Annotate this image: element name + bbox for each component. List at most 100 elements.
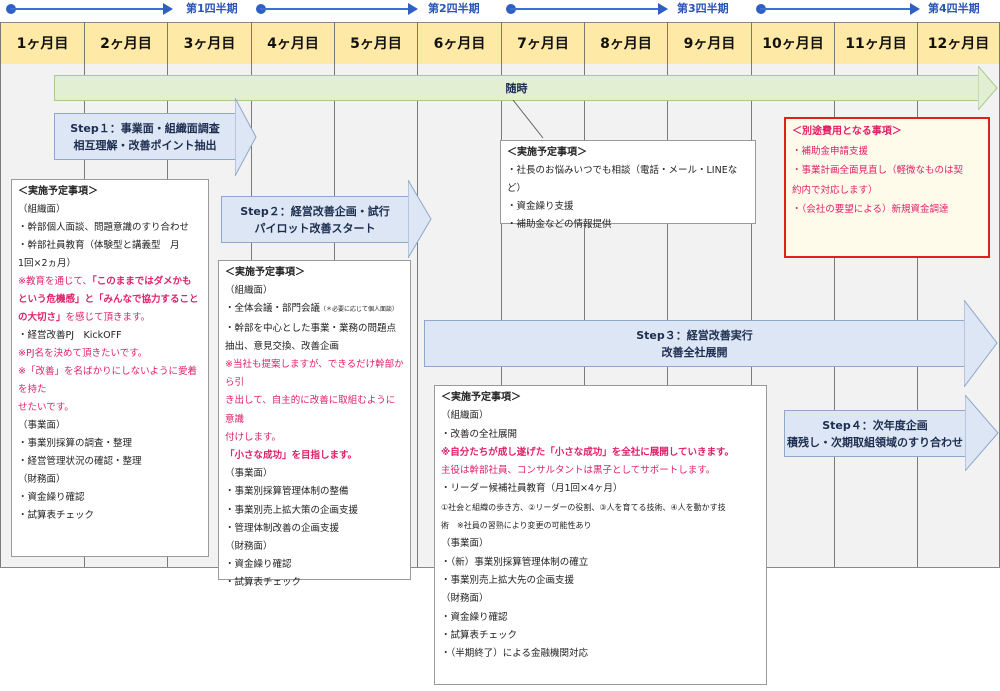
- box4-line: ①社会と組織の歩き方、②リーダーの役割、③人を育てる技術、④人を動かす技: [441, 502, 726, 512]
- grid-line: [751, 64, 752, 567]
- task-box-anytime: ＜実施予定事項＞ ・社長のお悩みいつでも相談（電話・メール・LINEなど） ・資…: [500, 140, 756, 230]
- box2-title: ＜実施予定事項＞: [225, 267, 305, 278]
- box1-line: ・資金繰り確認: [18, 492, 85, 503]
- step3-title: Step３：経営改善実行: [636, 328, 753, 342]
- month-12: 12ヶ月目: [917, 22, 1000, 64]
- extra-cost-box: ＜別途費用となる事項＞ ・補助金申請支援 ・事業計画全面見直し（軽微なものは契 …: [784, 117, 990, 258]
- box5-line: 約内で対応します）: [792, 184, 878, 196]
- box1-line: 1回×2ヵ月）: [18, 258, 77, 269]
- q2-line: [260, 8, 410, 10]
- box1-line: ・経営管理状況の確認・整理: [18, 456, 142, 467]
- box4-title: ＜実施予定事項＞: [441, 392, 521, 403]
- grid-line: [0, 64, 1, 567]
- box2-line: （事業面）: [225, 468, 273, 480]
- box4-line: 術 ※社員の習熟により変更の可能性あり: [441, 521, 592, 531]
- box1-title: ＜実施予定事項＞: [18, 186, 98, 197]
- box4-note-line: 主役は幹部社員、コンサルタントは黒子としてサポートします。: [441, 465, 716, 477]
- box1-line: ・事業別採算の調査・整理: [18, 438, 133, 449]
- box2-line: ・試算表チェック: [225, 577, 302, 589]
- box1-note-line: ※「改善」を名ばかりにしないように愛着を持た: [18, 366, 197, 395]
- box3-line: ・補助金などの情報提供: [507, 219, 612, 230]
- box2-line: ・管理体制改善の企画支援: [225, 522, 340, 534]
- box4-line: ・改善の全社展開: [441, 428, 518, 440]
- box4-line: ・（新）事業別採算管理体制の確立: [441, 556, 589, 568]
- box3-title: ＜実施予定事項＞: [507, 147, 587, 158]
- q2-arrowhead: [408, 3, 418, 15]
- q3-line: [510, 8, 660, 10]
- box3-line: ・社長のお悩みいつでも相談（電話・メール・LINEなど）: [507, 165, 738, 194]
- quarter-label-2: 第2四半期: [428, 2, 480, 15]
- step4-subtitle: 積残し・次期取組領域のすり合わせ: [787, 435, 963, 449]
- box2-note-line: 「小さな成功」を目指します。: [225, 450, 358, 462]
- month-3: 3ヶ月目: [167, 22, 251, 64]
- box1-line: （事業面）: [18, 420, 66, 431]
- box2-line: ・全体会議・部門会議（＊必要に応じて個人面談）: [225, 303, 399, 315]
- box2-note-line: 付けします。: [225, 431, 282, 443]
- q4-arrowhead: [910, 3, 920, 15]
- step1-arrow: Step１：事業面・組織面調査 相互理解・改善ポイント抽出: [54, 113, 236, 160]
- box4-line: ・試算表チェック: [441, 629, 518, 641]
- box2-note-line: ※当社も提案しますが、できるだけ幹部から引: [225, 359, 404, 389]
- grid-line: [417, 64, 418, 567]
- task-box-step2: ＜実施予定事項＞ （組織面） ・全体会議・部門会議（＊必要に応じて個人面談） ・…: [218, 260, 411, 588]
- box4-line: ・（半期終了）による金融機関対応: [441, 648, 588, 660]
- box1-note-line: という危機感」と「みんなで協力すること: [18, 294, 199, 305]
- month-6: 6ヶ月目: [417, 22, 501, 64]
- box4-line: （財務面）: [441, 593, 489, 605]
- month-header-bar: [0, 22, 1000, 66]
- step2-title: Step２：経営改善企画・試行: [240, 204, 390, 218]
- box2-line: ・事業別売上拡大策の企画支援: [225, 504, 359, 516]
- box2-note-line: き出して、自主的に改善に取組むように意識: [225, 395, 396, 425]
- box5-line: ・事業計画全面見直し（軽微なものは契: [792, 165, 964, 176]
- quarter-label-3: 第3四半期: [677, 2, 729, 15]
- step4-arrow: Step４：次年度企画 積残し・次期取組領域のすり合わせ: [784, 410, 966, 457]
- task-box-step1: ＜実施予定事項＞ （組織面） ・幹部個人面談、問題意識のすり合わせ ・幹部社員教…: [11, 179, 209, 557]
- box4-line: （組織面）: [441, 410, 489, 422]
- month-2: 2ヶ月目: [84, 22, 167, 64]
- step2-arrow: Step２：経営改善企画・試行 パイロット改善スタート: [221, 196, 409, 243]
- box2-line: ・幹部を中心とした事業・業務の問題点: [225, 322, 397, 334]
- step2-subtitle: パイロット改善スタート: [254, 221, 376, 235]
- box4-line: ・資金繰り確認: [441, 611, 508, 623]
- grid-line: [834, 64, 835, 567]
- box1-line: ・幹部社員教育（体験型と講義型 月: [18, 240, 180, 251]
- task-box-step3: ＜実施予定事項＞ （組織面） ・改善の全社展開 ※自分たちが成し遂げた「小さな成…: [434, 385, 767, 685]
- step4-arrowhead: [965, 395, 999, 471]
- box2-line: 抽出、意見交換、改善企画: [225, 340, 340, 352]
- step1-arrowhead: [235, 98, 257, 176]
- box1-line: ・幹部個人面談、問題意識のすり合わせ: [18, 222, 190, 233]
- box5-title: ＜別途費用となる事項＞: [792, 126, 902, 137]
- box4-line: ・事業別売上拡大先の企画支援: [441, 574, 575, 586]
- box1-note-line: の大切さ」を感じて頂きます。: [18, 312, 151, 323]
- box4-line: （事業面）: [441, 538, 489, 550]
- step4-title: Step４：次年度企画: [822, 418, 928, 432]
- box2-line: （財務面）: [225, 541, 273, 553]
- month-5: 5ヶ月目: [334, 22, 417, 64]
- box1-line: （財務面）: [18, 474, 66, 485]
- step1-title: Step１：事業面・組織面調査: [70, 121, 220, 135]
- box4-line: ・リーダー候補社員教育（月1回×4ヶ月）: [441, 483, 623, 495]
- box1-line: ・経営改善PJ KickOFF: [18, 330, 122, 341]
- month-7: 7ヶ月目: [501, 22, 584, 64]
- q1-arrowhead: [163, 3, 173, 15]
- quarter-label-4: 第4四半期: [928, 2, 980, 15]
- box1-note-line: ※教育を通じて、「このままではダメかも: [18, 276, 192, 287]
- box3-line: ・資金繰り支援: [507, 201, 574, 212]
- box5-line: ・（会社の要望による）新規資金調達: [792, 204, 949, 215]
- box1-note-line: せたいです。: [18, 402, 74, 413]
- grid-line: [501, 64, 502, 567]
- connector-line: [512, 100, 544, 139]
- q1-line: [10, 8, 165, 10]
- step2-arrowhead: [408, 180, 432, 258]
- step3-arrow: Step３：経営改善実行 改善全社展開: [424, 320, 965, 367]
- box2-line: ・資金繰り確認: [225, 559, 292, 571]
- month-9: 9ヶ月目: [667, 22, 751, 64]
- step3-subtitle: 改善全社展開: [661, 345, 728, 359]
- anytime-arrowhead: [978, 66, 998, 110]
- month-10: 10ヶ月目: [751, 22, 834, 64]
- q4-line: [760, 8, 912, 10]
- q3-arrowhead: [658, 3, 668, 15]
- month-8: 8ヶ月目: [584, 22, 667, 64]
- grid-line: [917, 64, 918, 567]
- step3-arrowhead: [964, 300, 998, 387]
